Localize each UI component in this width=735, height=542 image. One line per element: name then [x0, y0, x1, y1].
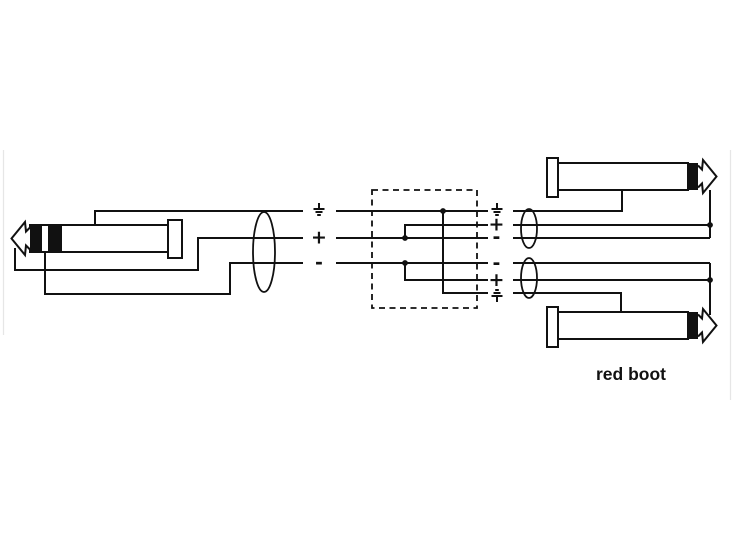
junction-dot — [402, 260, 408, 266]
plug-tip-arrow-icon — [10, 219, 31, 258]
cable-cross-section-ellipse — [520, 257, 538, 299]
plug-tip-arrow-icon — [697, 157, 718, 196]
junction-dot — [707, 222, 713, 228]
plug-insulator-band — [688, 312, 698, 339]
wire-net-ring-minus — [44, 252, 711, 315]
plug-collar — [546, 157, 559, 198]
junction-dot — [402, 235, 408, 241]
ts-mono-plug-lower-right — [546, 306, 718, 348]
wire-net-tip-plus — [14, 190, 711, 271]
plus-symbol: + — [311, 227, 327, 249]
plug-body-sleeve — [557, 162, 689, 191]
plug-collar — [546, 306, 559, 348]
plug-collar — [167, 219, 183, 259]
minus-symbol: - — [493, 226, 501, 248]
earth-ground-icon — [491, 203, 503, 216]
symbol-column-upper-right: + - — [489, 203, 505, 248]
junction-box-dashed — [371, 189, 478, 309]
earth-ground-icon-flipped — [491, 289, 503, 302]
wire-net-sleeve-ground — [94, 190, 623, 314]
plug-tip-arrow-icon — [697, 306, 718, 345]
earth-ground-icon — [313, 203, 325, 216]
cable-cross-section-ellipse — [520, 208, 538, 249]
plug-insulator-band — [688, 163, 698, 190]
cable-cross-section-ellipse — [252, 211, 276, 293]
plug-insulator-band — [48, 225, 62, 252]
plus-symbol: + — [489, 269, 505, 291]
minus-symbol: - — [493, 252, 501, 274]
symbol-column-left: + - — [311, 203, 327, 274]
ts-mono-plug-upper-right — [546, 157, 718, 198]
red-boot-label: red boot — [596, 364, 666, 384]
symbol-column-lower-right: - + — [489, 252, 505, 302]
plus-symbol: + — [489, 214, 505, 236]
minus-symbol: - — [315, 252, 323, 274]
junction-dot — [707, 277, 713, 283]
junction-dot — [440, 208, 446, 214]
plug-insulator-band — [30, 225, 42, 252]
plug-body-sleeve — [557, 311, 689, 340]
trs-stereo-plug-left — [10, 219, 183, 259]
